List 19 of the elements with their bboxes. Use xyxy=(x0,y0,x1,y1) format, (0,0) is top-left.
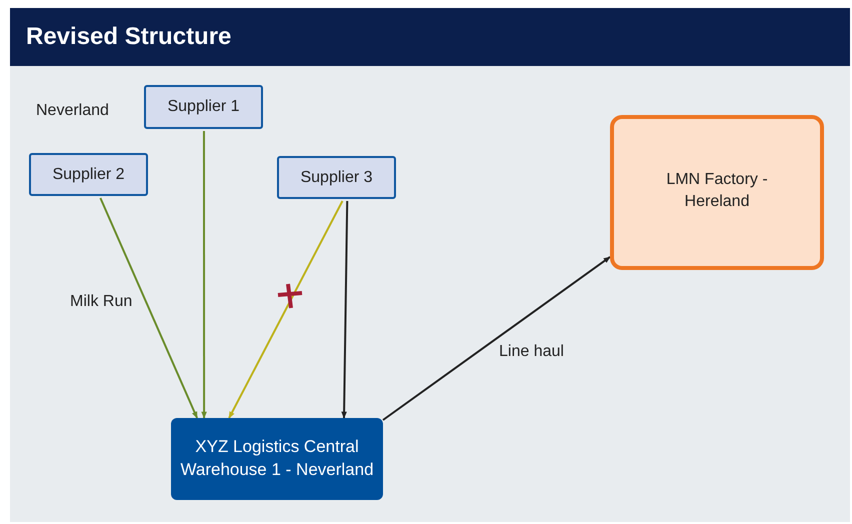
supplier-box xyxy=(277,156,396,199)
arrow xyxy=(382,256,611,421)
supplier-box xyxy=(29,153,148,196)
arrow xyxy=(228,200,344,419)
supplier-box xyxy=(144,85,263,129)
warehouse-box xyxy=(171,418,383,500)
edge-label: Milk Run xyxy=(70,293,132,311)
factory-box xyxy=(610,115,824,270)
node-label: LMN Factory - Hereland xyxy=(665,170,769,212)
node-label: Supplier 1 xyxy=(167,97,240,118)
arrow xyxy=(201,131,207,419)
node-label: Supplier 2 xyxy=(52,164,125,185)
node-label: Supplier 3 xyxy=(300,168,373,188)
node-label: XYZ Logistics Central Warehouse 1 - Neverland xyxy=(179,436,375,481)
edge-label: Line haul xyxy=(499,343,564,361)
region-label: Neverland xyxy=(36,102,109,120)
title: Revised Structure xyxy=(26,23,232,51)
arrow xyxy=(99,198,198,419)
arrow xyxy=(341,200,348,419)
